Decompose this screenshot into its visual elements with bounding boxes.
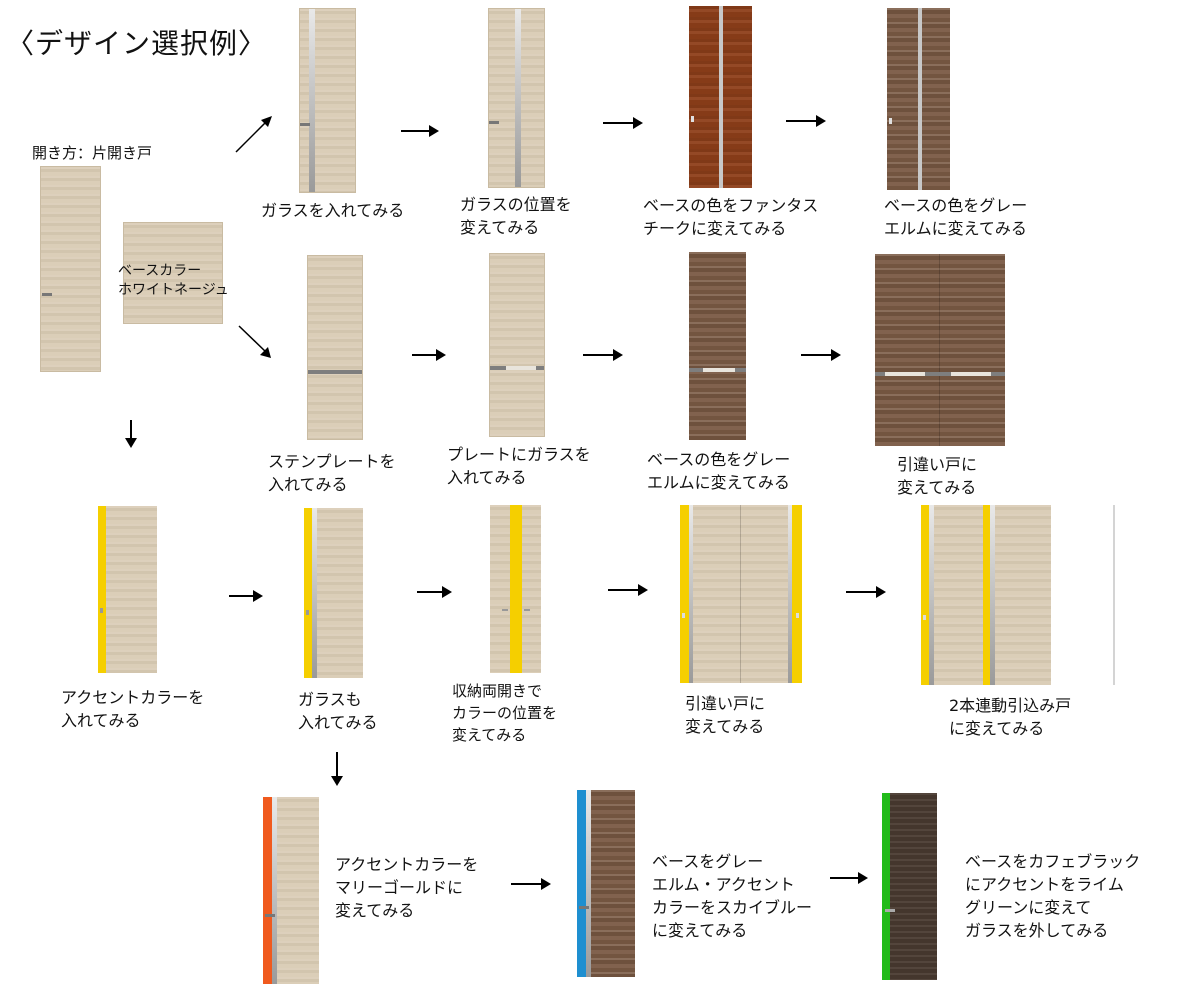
frame-edge bbox=[1113, 505, 1115, 685]
door-r3-accent bbox=[98, 506, 157, 673]
label-r2-1: ステンプレートを 入れてみる bbox=[268, 452, 396, 494]
door-handle bbox=[42, 293, 52, 296]
label-r2-3: ベースの色をグレー エルムに変えてみる bbox=[647, 450, 791, 492]
arrow-down-right-icon bbox=[238, 325, 271, 358]
base-color-swatch bbox=[123, 222, 223, 324]
label-r1-4: ベースの色をグレー エルムに変えてみる bbox=[884, 196, 1028, 238]
label-r1-3: ベースの色をファンタス チークに変えてみる bbox=[643, 196, 819, 238]
label-r2-4: 引違い戸に 変えてみる bbox=[897, 455, 978, 497]
label-r3-2: ガラスも 入れてみる bbox=[298, 690, 378, 732]
arrow-up-right-icon bbox=[235, 116, 272, 153]
label-r4-3: ベースをカフェブラック にアクセントをライム グリーンに変えて ガラスを外してみ… bbox=[965, 852, 1141, 940]
arrow-right-icon bbox=[830, 872, 868, 884]
label-r3-4: 引違い戸に 変えてみる bbox=[685, 694, 766, 736]
door-r2-sliding-pair bbox=[875, 254, 1005, 446]
arrow-down-icon bbox=[125, 420, 137, 448]
arrow-right-icon bbox=[412, 349, 446, 361]
arrow-down-icon bbox=[331, 752, 343, 786]
door-r1-glass bbox=[299, 8, 356, 193]
arrow-right-icon bbox=[801, 349, 841, 361]
arrow-right-icon bbox=[229, 590, 263, 602]
label-r1-1: ガラスを入れてみる bbox=[261, 201, 405, 220]
label-r4-1: アクセントカラーを マリーゴールドに 変えてみる bbox=[335, 855, 479, 920]
door-r1-glass-moved bbox=[488, 8, 545, 188]
label-r3-5: 2本連動引込み戸 に変えてみる bbox=[949, 696, 1072, 738]
arrow-right-icon bbox=[583, 349, 623, 361]
arrow-right-icon bbox=[608, 584, 648, 596]
label-r1-2: ガラスの位置を 変えてみる bbox=[460, 195, 572, 237]
arrow-right-icon bbox=[417, 586, 452, 598]
door-r1-fantas-teak bbox=[689, 6, 752, 188]
door-r4-marigold bbox=[263, 797, 319, 984]
door-r3-accent-glass bbox=[304, 508, 363, 678]
page-title: 〈デザイン選択例〉 bbox=[6, 27, 268, 60]
door-r4-sky-blue bbox=[577, 790, 635, 977]
door-r2-gray-elm bbox=[689, 252, 746, 440]
door-r3-sliding-pair bbox=[680, 505, 802, 683]
door-r4-lime-green bbox=[882, 793, 937, 980]
label-r4-2: ベースをグレー エルム・アクセント カラーをスカイブルー に変えてみる bbox=[652, 852, 813, 940]
arrow-right-icon bbox=[511, 878, 551, 890]
arrow-right-icon bbox=[846, 586, 886, 598]
arrow-right-icon bbox=[401, 125, 439, 137]
arrow-right-icon bbox=[603, 117, 643, 129]
door-r3-double-storage bbox=[490, 505, 541, 673]
label-r3-1: アクセントカラーを 入れてみる bbox=[61, 688, 205, 730]
opening-type-label: 開き方：片開き戸 bbox=[32, 144, 153, 162]
door-r1-gray-elm bbox=[887, 8, 950, 190]
door-r2-plate-glass bbox=[489, 253, 545, 437]
door-origin-swing bbox=[40, 166, 101, 372]
label-r3-3: 収納両開きで カラーの位置を 変えてみる bbox=[452, 682, 558, 744]
arrow-right-icon bbox=[786, 115, 826, 127]
door-r2-stainless-plate bbox=[307, 255, 363, 440]
label-r2-2: プレートにガラスを 入れてみる bbox=[447, 445, 591, 487]
base-color-label: ベースカラー ホワイトネージュ bbox=[118, 263, 229, 298]
door-r3-dual-pocket bbox=[921, 505, 1051, 685]
